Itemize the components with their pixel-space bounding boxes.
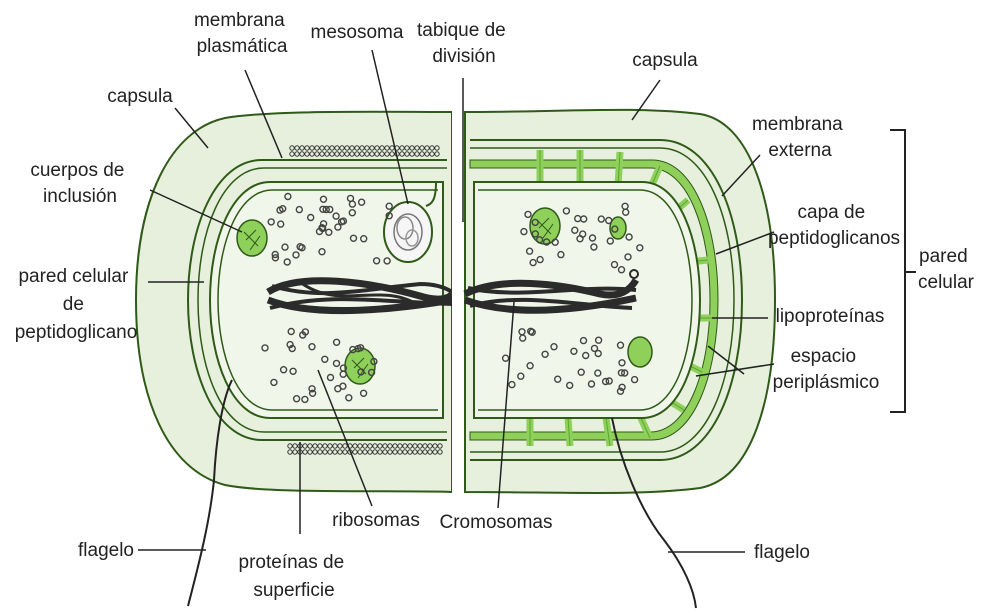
left-cell-half: [136, 112, 452, 492]
label-membrana-plasmatica: membrana plasmática: [194, 10, 290, 57]
label-mesosoma: mesosoma: [311, 22, 404, 43]
label-ribosomas: ribosomas: [332, 510, 420, 531]
inclusion-body-left-1: [237, 220, 267, 256]
label-pared-celular-peptidoglicano: pared celular de peptidoglicano: [15, 266, 138, 343]
label-capsula-left: capsula: [107, 86, 173, 107]
label-lipoproteinas: lipoproteínas: [776, 306, 885, 327]
label-capsula-right: capsula: [632, 50, 698, 71]
label-tabique: tabique de división: [417, 20, 511, 67]
right-cell-half: [465, 110, 775, 493]
label-cromosomas: Cromosomas: [440, 512, 553, 533]
label-membrana-externa: membrana externa: [752, 114, 848, 161]
label-pared-celular: pared celular: [918, 246, 975, 293]
label-cuerpos-de-inclusion: cuerpos de inclusión: [30, 160, 129, 207]
label-capa-de-peptidoglicanos: capa de peptidoglicanos: [768, 202, 900, 249]
label-proteinas-de-superficie: proteínas de superficie: [239, 552, 350, 601]
label-espacio-periplasmico: espacio periplásmico: [773, 346, 880, 393]
label-flagelo-right: flagelo: [754, 542, 810, 563]
inclusion-body-right-3: [628, 337, 652, 367]
label-flagelo-left: flagelo: [78, 540, 134, 561]
cell-wall-bracket: [890, 130, 905, 412]
inclusion-body-left-2: [345, 348, 375, 384]
